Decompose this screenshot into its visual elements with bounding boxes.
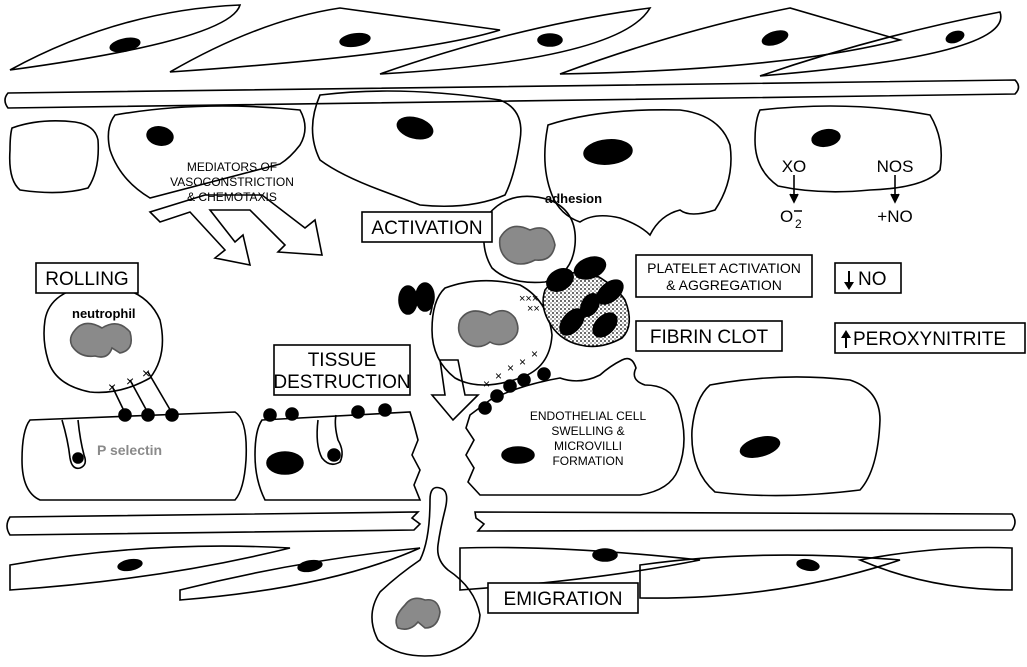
mediators-arrows xyxy=(150,195,322,265)
muscle-cell xyxy=(180,548,420,600)
platelet xyxy=(399,286,417,314)
platelet-label: PLATELET ACTIVATION & AGGREGATION xyxy=(647,260,801,293)
neutrophil-nucleus xyxy=(71,323,132,357)
endothelial-nucleus xyxy=(811,128,841,149)
mediators-line-3: & CHEMOTAXIS xyxy=(187,190,277,204)
endothelial-label: ENDOTHELIAL CELL SWELLING & MICROVILLI F… xyxy=(530,409,647,468)
endothelial-nucleus xyxy=(583,138,633,166)
endothelial-cell xyxy=(545,110,731,235)
neutrophil-nucleus xyxy=(396,598,440,629)
p-selectin xyxy=(119,409,131,421)
selectin-bonds-rolling: × × × xyxy=(108,365,178,421)
mediators-label: MEDIATORS OF VASOCONSTRICTION & CHEMOTAX… xyxy=(170,160,294,204)
bottom-endothelium xyxy=(22,359,880,500)
platelet xyxy=(416,283,434,311)
endothelial-line-2: SWELLING & xyxy=(551,424,624,438)
neutrophil-nucleus xyxy=(500,226,555,264)
endothelial-nucleus xyxy=(502,447,534,463)
plus-no-label: +NO xyxy=(877,207,912,226)
neutrophil-nucleus xyxy=(459,311,518,347)
svg-text:×: × xyxy=(483,377,490,391)
endothelial-nucleus xyxy=(267,452,303,474)
tissue-destruction-arrow xyxy=(432,360,478,420)
p-selectin xyxy=(166,409,178,421)
svg-text:×: × xyxy=(126,373,134,389)
svg-text:×: × xyxy=(507,361,514,375)
bottom-basement-membrane-right xyxy=(475,512,1015,531)
endothelial-cell xyxy=(755,106,941,192)
muscle-nucleus xyxy=(593,549,617,561)
endothelial-line-3: MICROVILLI xyxy=(554,439,622,453)
peroxynitrite-text: PEROXYNITRITE xyxy=(853,329,1006,350)
endothelial-line-4: FORMATION xyxy=(552,454,623,468)
p-selectin xyxy=(286,408,298,420)
mediators-line-1: MEDIATORS OF xyxy=(187,160,277,174)
bottom-basement-membrane-left xyxy=(7,512,420,535)
endothelial-cell xyxy=(313,91,521,206)
muscle-cell xyxy=(10,5,240,70)
muscle-nucleus xyxy=(796,558,819,572)
p-selectin-ligand xyxy=(328,449,340,461)
peroxynitrite-label: PEROXYNITRITE xyxy=(841,329,1006,350)
svg-text:×: × xyxy=(142,365,150,381)
muscle-cell xyxy=(860,548,1012,591)
top-basement-membrane xyxy=(5,80,1019,108)
platelet-line-2: & AGGREGATION xyxy=(666,277,782,293)
p-selectin-ligand xyxy=(73,453,83,463)
muscle-cell xyxy=(10,546,290,590)
endothelial-nucleus xyxy=(395,114,435,143)
svg-text:×: × xyxy=(495,369,502,383)
muscle-cell xyxy=(170,8,500,72)
no-label: NO xyxy=(858,269,887,290)
svg-text:×: × xyxy=(519,355,526,369)
endothelial-nucleus xyxy=(738,433,781,461)
endothelial-cell xyxy=(692,377,880,496)
muscle-nucleus xyxy=(109,36,141,54)
muscle-nucleus xyxy=(538,34,562,46)
nos-label: NOS xyxy=(877,157,914,176)
neutrophil-label: neutrophil xyxy=(72,306,136,321)
activation-label: ACTIVATION xyxy=(371,218,482,239)
endothelial-line-1: ENDOTHELIAL CELL xyxy=(530,409,647,423)
tissue-line-1: TISSUE xyxy=(308,350,377,371)
svg-text:×: × xyxy=(108,379,116,395)
muscle-nucleus xyxy=(117,558,142,572)
endothelial-cell xyxy=(10,121,99,193)
selectin-bonds-activated: × × × × × ××× ×× xyxy=(479,293,550,414)
endothelial-nucleus xyxy=(146,125,175,147)
p-selectin xyxy=(352,406,364,418)
mediators-line-2: VASOCONSTRICTION xyxy=(170,175,294,189)
svg-text:××: ×× xyxy=(527,303,540,315)
p-selectin-label: P selectin xyxy=(97,442,162,458)
platelet-line-1: PLATELET ACTIVATION xyxy=(647,260,801,276)
o2-subscript: 2 xyxy=(795,217,802,231)
muscle-cell xyxy=(380,8,650,74)
muscle-nucleus xyxy=(339,32,370,48)
muscle-nucleus xyxy=(297,559,322,573)
muscle-cell xyxy=(560,8,900,74)
muscle-nucleus xyxy=(945,29,965,45)
adhesion-label: adhesion xyxy=(545,191,602,206)
tissue-line-2: DESTRUCTION xyxy=(273,372,410,393)
p-selectin xyxy=(142,409,154,421)
emigration-label: EMIGRATION xyxy=(504,589,623,610)
muscle-cell xyxy=(640,555,900,598)
p-selectin xyxy=(379,404,391,416)
top-muscle-layer xyxy=(10,5,1001,76)
svg-text:×: × xyxy=(531,347,538,361)
xo-label: XO xyxy=(782,157,807,176)
rolling-label: ROLLING xyxy=(45,269,128,290)
p-selectin xyxy=(264,409,276,421)
muscle-nucleus xyxy=(761,28,789,47)
o-label: O xyxy=(780,207,793,226)
superoxide-label: O 2 xyxy=(780,207,802,231)
fibrin-clot-label: FIBRIN CLOT xyxy=(650,327,769,348)
